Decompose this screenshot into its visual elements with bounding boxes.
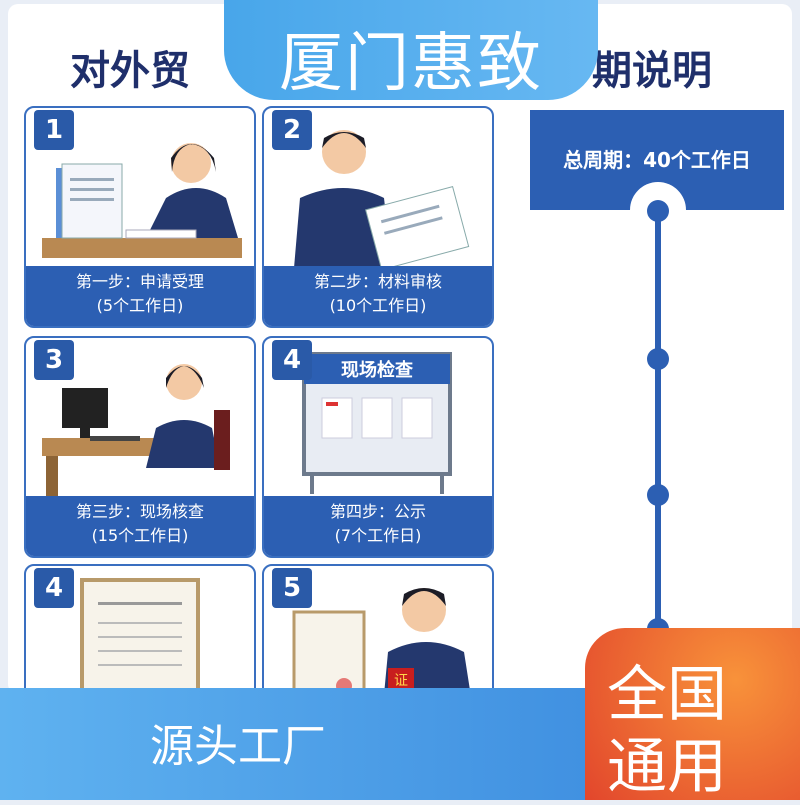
step-days: (10个工作日)	[329, 296, 427, 315]
footer-left-banner: 源头工厂	[0, 688, 620, 800]
step-days: (7个工作日)	[334, 526, 422, 545]
timeline-line	[655, 208, 661, 678]
brand-banner: 厦门惠致	[224, 0, 598, 101]
timeline-dot	[647, 484, 669, 506]
step-days: (15个工作日)	[91, 526, 189, 545]
step-card-3: 3 第三步：现场核查 (15个工作日)	[24, 336, 256, 558]
step-caption: 第一步：申请受理 (5个工作日)	[26, 266, 254, 326]
title-left: 对外贸	[70, 48, 190, 94]
step-number: 4	[272, 340, 312, 380]
footer-right-badge: 全国 通用	[585, 628, 800, 802]
computer-desk-illustration	[42, 364, 230, 496]
step-number: 2	[272, 110, 312, 150]
step-label: 第一步：申请受理	[75, 272, 204, 291]
step-days: (5个工作日)	[96, 296, 184, 315]
footer-right-line2: 通用	[607, 732, 727, 802]
inspection-board-illustration	[302, 352, 452, 494]
timeline-dot	[647, 200, 669, 222]
total-period: 总周期：40个工作日	[563, 148, 751, 172]
step-number: 5	[272, 568, 312, 608]
step-card-1: 1 第一步：申请受理 (5个工作日)	[24, 106, 256, 328]
step-label: 第二步：材料审核	[313, 272, 442, 291]
certificate-stamp: 证	[394, 673, 408, 689]
step-caption: 第二步：材料审核 (10个工作日)	[264, 266, 492, 326]
step-caption: 第四步：公示 (7个工作日)	[264, 496, 492, 556]
step-label: 第三步：现场核查	[75, 502, 204, 521]
step-number: 4	[34, 568, 74, 608]
title-right: 期说明	[592, 48, 712, 94]
step-label: 第四步：公示	[329, 502, 426, 521]
footer-left-text: 源头工厂	[150, 721, 326, 772]
clerk-desk-illustration	[42, 143, 242, 258]
step-card-4: 现场检查 4 第四步：公示 (7个工作日)	[262, 336, 494, 558]
step-number: 1	[34, 110, 74, 150]
footer-right-line1: 全国	[607, 660, 727, 730]
step-number: 3	[34, 340, 74, 380]
brand-name: 厦门惠致	[279, 27, 543, 101]
title-bar: 对外贸 期说明	[0, 10, 800, 104]
step-caption: 第三步：现场核查 (15个工作日)	[26, 496, 254, 556]
step-card-5: 4	[24, 564, 256, 718]
step-card-2: 2 第二步：材料审核 (10个工作日)	[262, 106, 494, 328]
timeline-dot	[647, 348, 669, 370]
officer-clipboard-illustration	[294, 130, 470, 268]
board-title: 现场检查	[341, 360, 413, 381]
